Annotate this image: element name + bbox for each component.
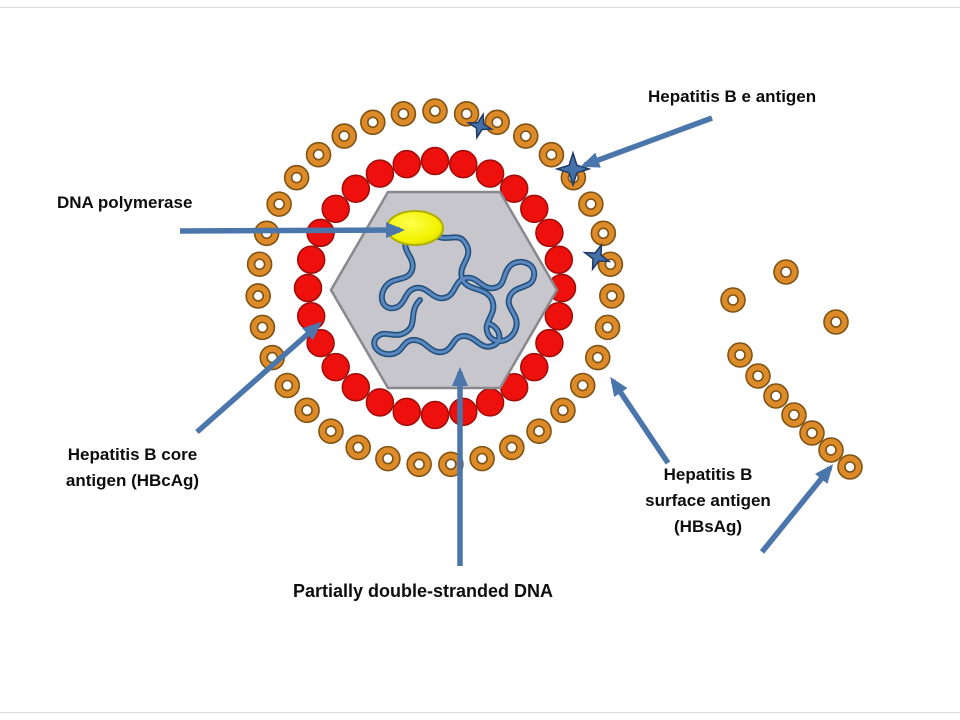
surface-antigen-particle-hole — [367, 116, 379, 129]
surface-antigen-particle-hole — [557, 404, 569, 417]
label-surface-antigen-line1: Hepatitis B — [663, 465, 753, 484]
label-e-antigen: Hepatitis B e antigen — [648, 87, 817, 106]
label-surface-antigen-line3: (HBsAg) — [674, 517, 742, 536]
e-antigen-star — [582, 242, 612, 272]
label-core-antigen-line2: antigen (HBcAg) — [65, 471, 200, 490]
dna-strand — [371, 228, 538, 358]
surface-antigen-particle-hole — [429, 105, 441, 117]
core-antigen-particle — [535, 218, 564, 248]
surface-antigen-particle-hole — [491, 116, 503, 129]
surface-antigen-particle-hole — [591, 351, 604, 364]
surface-antigen-particle-hole — [252, 290, 264, 302]
surface-antigen-particle-hole — [752, 370, 764, 382]
core-antigen-particle — [475, 388, 505, 417]
e-antigen-star — [466, 112, 494, 140]
surface-antigen-arrow-left — [610, 376, 671, 465]
label-dsdna: Partially double-stranded DNA — [293, 581, 554, 601]
surface-antigen-particle-hole — [253, 258, 266, 271]
surface-antigen-particle-hole — [281, 379, 294, 392]
label-core-antigen-line1: Hepatitis B core — [67, 445, 198, 464]
core-antigen-particle — [293, 273, 323, 303]
core-antigen-particle — [365, 388, 395, 417]
slide-border-top — [0, 7, 960, 8]
annotation-arrows — [179, 115, 834, 566]
core-antigen-particle — [520, 194, 549, 224]
label-core-antigen: Hepatitis B core antigen (HBcAg) — [30, 442, 235, 494]
core-antigen-particle — [341, 373, 371, 402]
core-antigen-particle — [449, 149, 478, 179]
surface-antigen-particle-hole — [301, 404, 313, 417]
surface-antigen-particle-hole — [788, 409, 800, 421]
label-surface-antigen: Hepatitis B surface antigen (HBsAg) — [628, 462, 788, 540]
core-antigen-particle — [420, 146, 450, 176]
surface-antigen-particle-hole — [476, 452, 488, 465]
core-antigen-particle — [535, 328, 564, 358]
surface-antigen-particle-hole — [576, 379, 589, 392]
surface-antigen-particle-hole — [382, 452, 394, 465]
surface-antigen-particle-hole — [352, 441, 365, 454]
surface-antigen-particle-hole — [825, 444, 837, 456]
free-surface-antigen-particles — [720, 259, 863, 480]
surface-antigen-particle-hole — [445, 458, 457, 471]
core-antigen-particle — [499, 174, 529, 203]
label-dna-polymerase: DNA polymerase — [57, 193, 193, 212]
surface-antigen-particle-hole — [734, 349, 746, 361]
surface-antigen-particle-hole — [830, 316, 842, 328]
surface-antigen-particle-hole — [780, 266, 792, 278]
core-antigen-particle — [321, 352, 350, 382]
surface-antigen-particle-hole — [338, 130, 351, 142]
surface-antigen-particle-hole — [545, 148, 558, 161]
core-antigen-particle — [392, 149, 421, 179]
surface-antigen-particle-hole — [290, 171, 303, 184]
surface-antigen-particle-hole — [256, 321, 269, 334]
core-antigen-particle — [321, 194, 350, 224]
core-antigen-arrow — [195, 321, 322, 435]
surface-antigen-particle-hole — [273, 198, 285, 210]
surface-antigen-particle-hole — [844, 461, 856, 473]
surface-antigen-particle-hole — [601, 321, 614, 334]
slide-border-bottom — [0, 712, 960, 713]
surface-antigen-particle-hole — [533, 425, 545, 437]
core-antigen-particle — [365, 159, 395, 188]
surface-antigen-particle-hole — [727, 294, 739, 306]
core-antigen-particle — [544, 245, 574, 274]
surface-antigen-particle-hole — [397, 108, 410, 120]
surface-antigen-particle-hole — [606, 290, 618, 302]
surface-antigen-arrow-right — [759, 464, 834, 554]
surface-antigen-particle-hole — [325, 425, 337, 437]
surface-antigen-particle-hole — [806, 427, 818, 439]
core-antigen-particle — [449, 397, 478, 427]
label-surface-antigen-line2: surface antigen — [645, 491, 771, 510]
surface-antigen-particle-hole — [460, 108, 473, 120]
core-antigen-particle — [520, 352, 549, 382]
core-antigen-particle — [296, 302, 326, 331]
core-antigen-particle — [392, 397, 421, 427]
surface-antigen-particle-hole — [585, 198, 597, 210]
surface-antigen-particle-hole — [413, 458, 425, 471]
core-antigen-particle — [475, 159, 505, 188]
core-antigen-particle — [420, 400, 450, 430]
surface-antigen-particle-hole — [312, 148, 325, 161]
dna-polymerase-arrow — [179, 222, 405, 239]
e-antigen-arrow — [580, 115, 713, 168]
core-antigen-particle — [296, 245, 326, 274]
surface-antigen-particle-hole — [519, 130, 532, 142]
core-antigen-particle — [341, 174, 371, 203]
surface-antigen-particle-hole — [770, 390, 782, 402]
surface-antigen-particle-hole — [597, 227, 610, 240]
core-antigen-particle — [544, 302, 574, 331]
surface-antigen-particle-hole — [505, 441, 518, 454]
